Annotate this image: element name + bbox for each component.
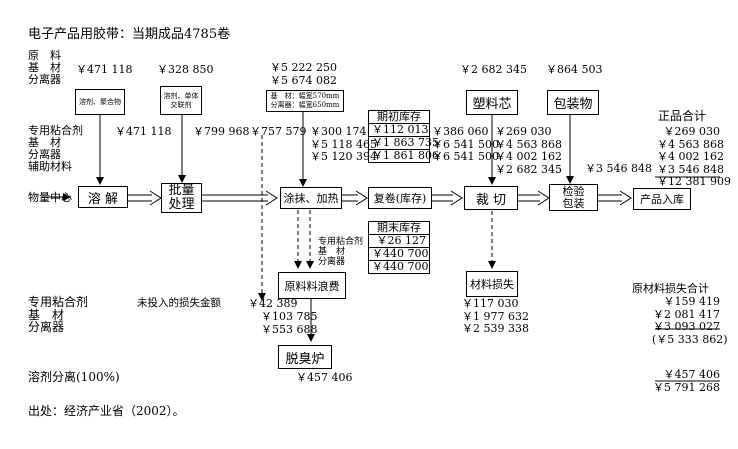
top-input-solvent: ￥471 118 — [76, 63, 133, 76]
top-input-batch: ￥328 850 — [157, 63, 214, 76]
waste-labels: 专用粘合剂 基 材 分离器 — [318, 237, 364, 267]
top-input-pack: ￥864 503 — [546, 63, 603, 76]
process-storage: 产品入库 — [633, 188, 691, 210]
coat-left-value: ￥757 579 — [250, 125, 307, 138]
closing-inventory-value: ￥440 700 — [368, 248, 430, 261]
closing-inventory: 期末库存 ￥26 127 ￥440 700 ￥440 700 — [368, 221, 430, 274]
process-inspect-pack: 检验 包装 — [549, 184, 598, 211]
grand-total: ￥5 791 268 — [653, 380, 720, 394]
center-label: 物量中心 — [28, 191, 72, 204]
process-rewind: 复卷(库存) — [368, 187, 432, 209]
label-separator: 分离器 — [28, 73, 61, 86]
source-note: 出处：经济产业省（2002）。 — [28, 404, 185, 418]
waste-values: ￥103 785 ￥553 688 — [261, 310, 318, 336]
deodorizer-value: ￥457 406 — [296, 371, 353, 384]
opening-inventory-value: ￥1 863 735 — [368, 137, 439, 150]
solvent-separation-label: 溶剂分离(100%) — [28, 370, 120, 384]
process-dissolve: 溶 解 — [78, 186, 128, 208]
left-input-labels: 专用粘合剂 基 材 分离器 辅助材料 — [28, 124, 83, 173]
closing-inventory-title: 期末库存 — [368, 221, 430, 235]
input-arrows — [96, 112, 574, 187]
product-total-title: 正品合计 — [658, 109, 707, 123]
opening-inventory-title: 期初库存 — [368, 110, 430, 124]
deodorizer-box: 脱臭炉 — [278, 345, 332, 369]
coat-input-box: 基 材：幅宽570mm 分离器：幅宽650mm — [266, 90, 344, 112]
process-batch: 批量 处理 — [161, 183, 202, 213]
cut-values: ￥269 030 ￥4 563 868 ￥4 002 162 ￥2 682 34… — [495, 125, 562, 176]
process-cut: 裁 切 — [464, 186, 518, 210]
closing-inventory-value: ￥26 127 — [368, 235, 430, 248]
coat-side-values: ￥300 174 ￥5 118 465 ￥5 120 394 — [310, 125, 377, 163]
unput-loss-value: ￥42 389 — [248, 297, 298, 310]
closing-inventory-value: ￥440 700 — [368, 261, 430, 274]
batch-side-value: ￥799 968 — [193, 125, 250, 138]
material-loss-box: 材料损失 — [466, 271, 518, 297]
dashed-arrows — [258, 135, 496, 301]
opening-inventory-value: ￥112 013 — [368, 124, 430, 137]
diagram-title: 电子产品用胶带：当期成品4785卷 — [28, 27, 231, 42]
plastic-core-box: 塑料芯 — [466, 90, 518, 115]
material-loss-values: ￥117 030 ￥1 977 632 ￥2 539 338 — [462, 297, 529, 335]
top-input-coat-1: ￥5 222 250 — [270, 61, 337, 74]
loss-total-sum: (￥5 333 862) — [652, 332, 728, 346]
product-total-values: ￥269 030 ￥4 563 868 ￥4 002 162 ￥3 546 84… — [657, 125, 731, 188]
unput-loss-label: 未投入的损失金额 — [137, 297, 221, 309]
bottom-total-values: ￥457 406 ￥5 791 268 — [653, 368, 720, 394]
material-waste-box: 原料料浪费 — [278, 272, 346, 299]
top-left-labels: 原 料 基 材 分离器 — [28, 50, 61, 86]
total-rules — [655, 176, 720, 382]
packaging-box: 包装物 — [547, 90, 599, 115]
opening-inventory-value: ￥1 861 806 — [368, 150, 439, 163]
rewind-values: ￥386 060 ￥6 541 500 ￥6 541 500 — [432, 125, 499, 163]
solvent-input-box: 溶剂、聚合物 — [75, 89, 125, 115]
loss-total-title: 原材料损失合计 — [632, 282, 709, 295]
top-input-core: ￥2 682 345 — [460, 63, 527, 76]
label-raw-material: 原 料 — [28, 49, 61, 62]
process-coat-heat: 涂抹、加热 — [280, 187, 342, 209]
opening-inventory: 期初库存 ￥112 013 ￥1 863 735 ￥1 861 806 — [368, 110, 439, 163]
batch-input-box: 溶剂、单体 交联剂 — [160, 86, 202, 115]
bottom-left-labels: 专用粘合剂 基 材 分离器 — [28, 295, 89, 334]
loss-total-values: ￥159 419 ￥2 081 417 ￥3 093 027 (￥5 333 8… — [652, 295, 728, 346]
left-input-value: ￥471 118 — [115, 125, 172, 138]
main-flow-arrows — [42, 190, 632, 206]
to-storage-value: ￥3 546 848 — [585, 162, 652, 175]
top-input-coat-2: ￥5 674 082 — [270, 74, 337, 87]
product-total-sum: ￥12 381 909 — [657, 175, 731, 188]
label-substrate: 基 材 — [28, 61, 61, 74]
